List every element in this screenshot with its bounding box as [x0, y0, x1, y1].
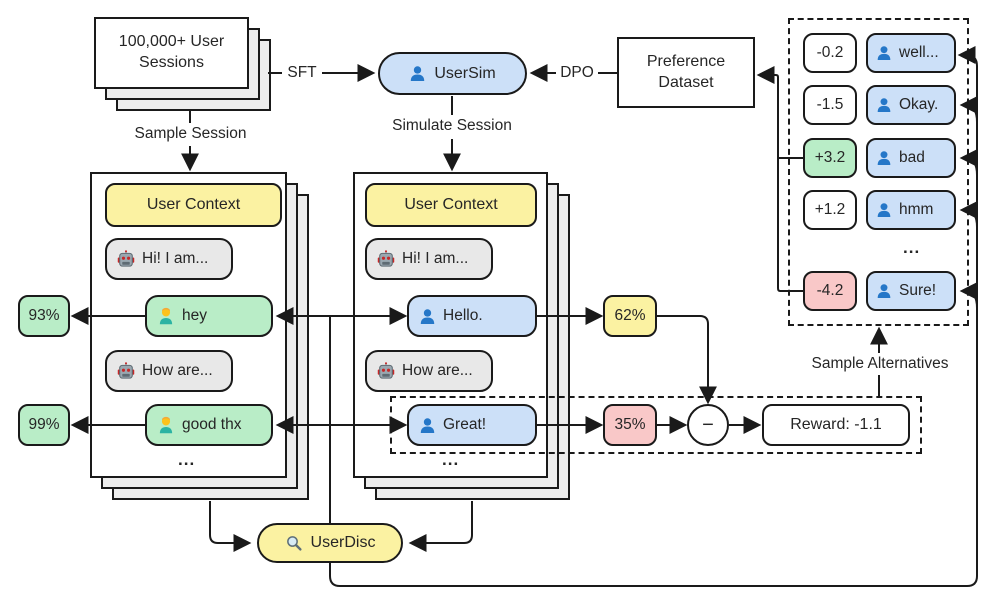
sim-assistant-bubble-1: Hi! I am... [365, 238, 493, 280]
user-silhouette-icon [877, 98, 891, 112]
robot-emoji-icon [377, 250, 395, 267]
alt-score-1: -1.5 [803, 85, 857, 125]
sample-alternatives-label: Sample Alternatives [811, 355, 949, 372]
alt-msg-3-text: hmm [899, 201, 934, 218]
real-user-bubble-1: hey [145, 295, 273, 337]
sim-card-title: User Context [365, 183, 537, 227]
real-user-bubble-2: good thx [145, 404, 273, 446]
user-silhouette-icon [420, 308, 435, 324]
real-assistant-msg-1: Hi! I am... [142, 250, 209, 267]
wire-62-to-minus [657, 315, 717, 405]
alt-msg-4-text: Sure! [899, 282, 937, 299]
alt-msg-3: hmm [866, 190, 956, 230]
user-silhouette-icon [877, 284, 891, 298]
sft-label: SFT [282, 64, 322, 82]
sessions-line2: Sessions [139, 54, 204, 71]
alternatives-ellipsis: ... [903, 238, 921, 257]
sim-user-msg-1: Hello. [443, 307, 483, 324]
sim-assistant-msg-1: Hi! I am... [402, 250, 469, 267]
robot-emoji-icon [377, 362, 395, 379]
userdisc-label: UserDisc [310, 534, 376, 551]
sim-user-bubble-1: Hello. [407, 295, 537, 337]
sim-score-badge-62: 62% [603, 295, 657, 337]
user-silhouette-icon [411, 66, 425, 81]
user-silhouette-icon [420, 417, 435, 433]
real-assistant-bubble-1: Hi! I am... [105, 238, 233, 280]
preference-line2: Dataset [658, 73, 714, 91]
real-card-title-text: User Context [146, 196, 241, 213]
alt-score-4: -4.2 [803, 271, 857, 311]
robot-emoji-icon [117, 362, 135, 379]
alt-msg-2: bad [866, 138, 956, 178]
real-assistant-bubble-2: How are... [105, 350, 233, 392]
wire-realcard-to-userdisc [209, 501, 252, 552]
alt-msg-2-text: bad [899, 149, 925, 166]
alt-msg-0-text: well... [899, 44, 939, 61]
sim-score-badge-35: 35% [603, 404, 657, 446]
user-silhouette-icon [877, 151, 891, 165]
alt-msg-1: Okay. [866, 85, 956, 125]
userdisc-pill: UserDisc [257, 523, 403, 563]
real-assistant-msg-2: How are... [142, 362, 213, 379]
real-card-title: User Context [105, 183, 282, 227]
real-user-msg-1: hey [182, 307, 207, 324]
sim-assistant-msg-2: How are... [402, 362, 473, 379]
alt-score-3: +1.2 [803, 190, 857, 230]
preference-line1: Preference [646, 52, 726, 70]
sessions-line1: 100,000+ User [118, 33, 225, 51]
alt-msg-4: Sure! [866, 271, 956, 311]
sim-card-ellipsis: ... [442, 450, 460, 469]
user-silhouette-icon [877, 203, 891, 217]
minus-node: − [687, 404, 729, 446]
alt-msg-0: well... [866, 33, 956, 73]
sim-user-msg-2: Great! [443, 416, 487, 433]
preference-dataset-box: Preference Dataset [617, 37, 755, 108]
simulate-session-label: Simulate Session [392, 117, 512, 134]
robot-emoji-icon [117, 250, 135, 267]
person-emoji-icon [159, 307, 173, 325]
real-card-ellipsis: ... [178, 450, 196, 469]
sim-assistant-bubble-2: How are... [365, 350, 493, 392]
usersim-label: UserSim [434, 64, 496, 82]
real-user-msg-2: good thx [182, 416, 242, 433]
dpo-label: DPO [556, 64, 598, 82]
real-score-badge-99: 99% [18, 404, 70, 446]
alt-msg-1-text: Okay. [899, 96, 939, 113]
sim-card-title-text: User Context [404, 196, 498, 213]
user-sessions-box: 100,000+ User Sessions [94, 17, 249, 89]
sim-user-bubble-2: Great! [407, 404, 537, 446]
alt-score-2: +3.2 [803, 138, 857, 178]
magnifier-icon [286, 536, 302, 551]
sample-session-label: Sample Session [134, 125, 247, 142]
person-emoji-icon [159, 416, 173, 434]
alt-score-0: -0.2 [803, 33, 857, 73]
reward-box: Reward: -1.1 [762, 404, 910, 446]
wire-simcard-to-userdisc [408, 501, 473, 552]
usersim-pill: UserSim [378, 52, 527, 95]
real-score-badge-93: 93% [18, 295, 70, 337]
user-silhouette-icon [877, 46, 891, 60]
